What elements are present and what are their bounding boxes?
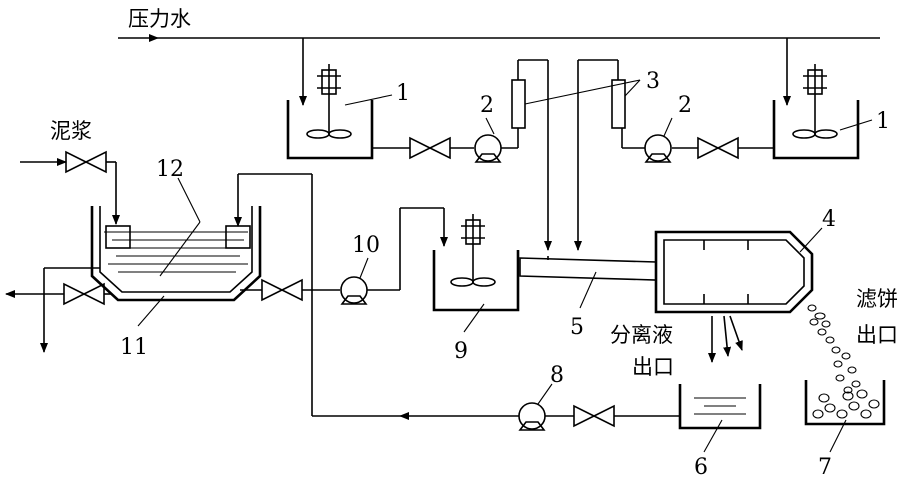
label-2-left: 2 — [480, 93, 494, 118]
label-4: 4 — [822, 207, 836, 232]
label-11: 11 — [120, 335, 148, 360]
label-6: 6 — [694, 455, 708, 480]
pressure-water-line — [118, 34, 880, 106]
feed-tank-9 — [432, 214, 520, 333]
separated-liquid-arrows — [708, 315, 743, 363]
label-1-right: 1 — [876, 109, 890, 134]
filter-cake-particles — [807, 304, 861, 394]
return-line — [237, 173, 680, 431]
sludge-transfer-line — [240, 207, 448, 305]
filter-cake-label-1: 滤饼 — [856, 287, 898, 311]
right-feed-pipe — [574, 59, 774, 251]
pressure-water-label: 压力水 — [128, 7, 191, 31]
separated-liquid-label-1: 分离液 — [610, 323, 673, 347]
label-10: 10 — [352, 233, 380, 258]
separated-liquid-label-2: 出口 — [632, 355, 674, 379]
centrifuge — [519, 227, 823, 314]
mixing-tank-left — [286, 64, 393, 160]
label-8: 8 — [550, 363, 564, 388]
slurry-label: 泥浆 — [50, 119, 92, 143]
sludge-tank-outlets — [5, 267, 112, 353]
label-7: 7 — [818, 455, 832, 480]
label-1-left: 1 — [396, 81, 410, 106]
filter-cake-label-2: 出口 — [856, 323, 898, 347]
mixing-tank-right — [772, 64, 873, 160]
slurry-inlet — [20, 150, 117, 174]
cake-bin — [804, 380, 886, 453]
label-12: 12 — [156, 157, 184, 182]
rotameter-leaders — [524, 79, 641, 105]
label-2-right: 2 — [678, 93, 692, 118]
sludge-tank — [90, 168, 262, 327]
separated-liquid-tank — [678, 384, 762, 453]
label-5: 5 — [570, 315, 584, 340]
label-3: 3 — [646, 69, 660, 94]
label-9: 9 — [454, 339, 468, 364]
